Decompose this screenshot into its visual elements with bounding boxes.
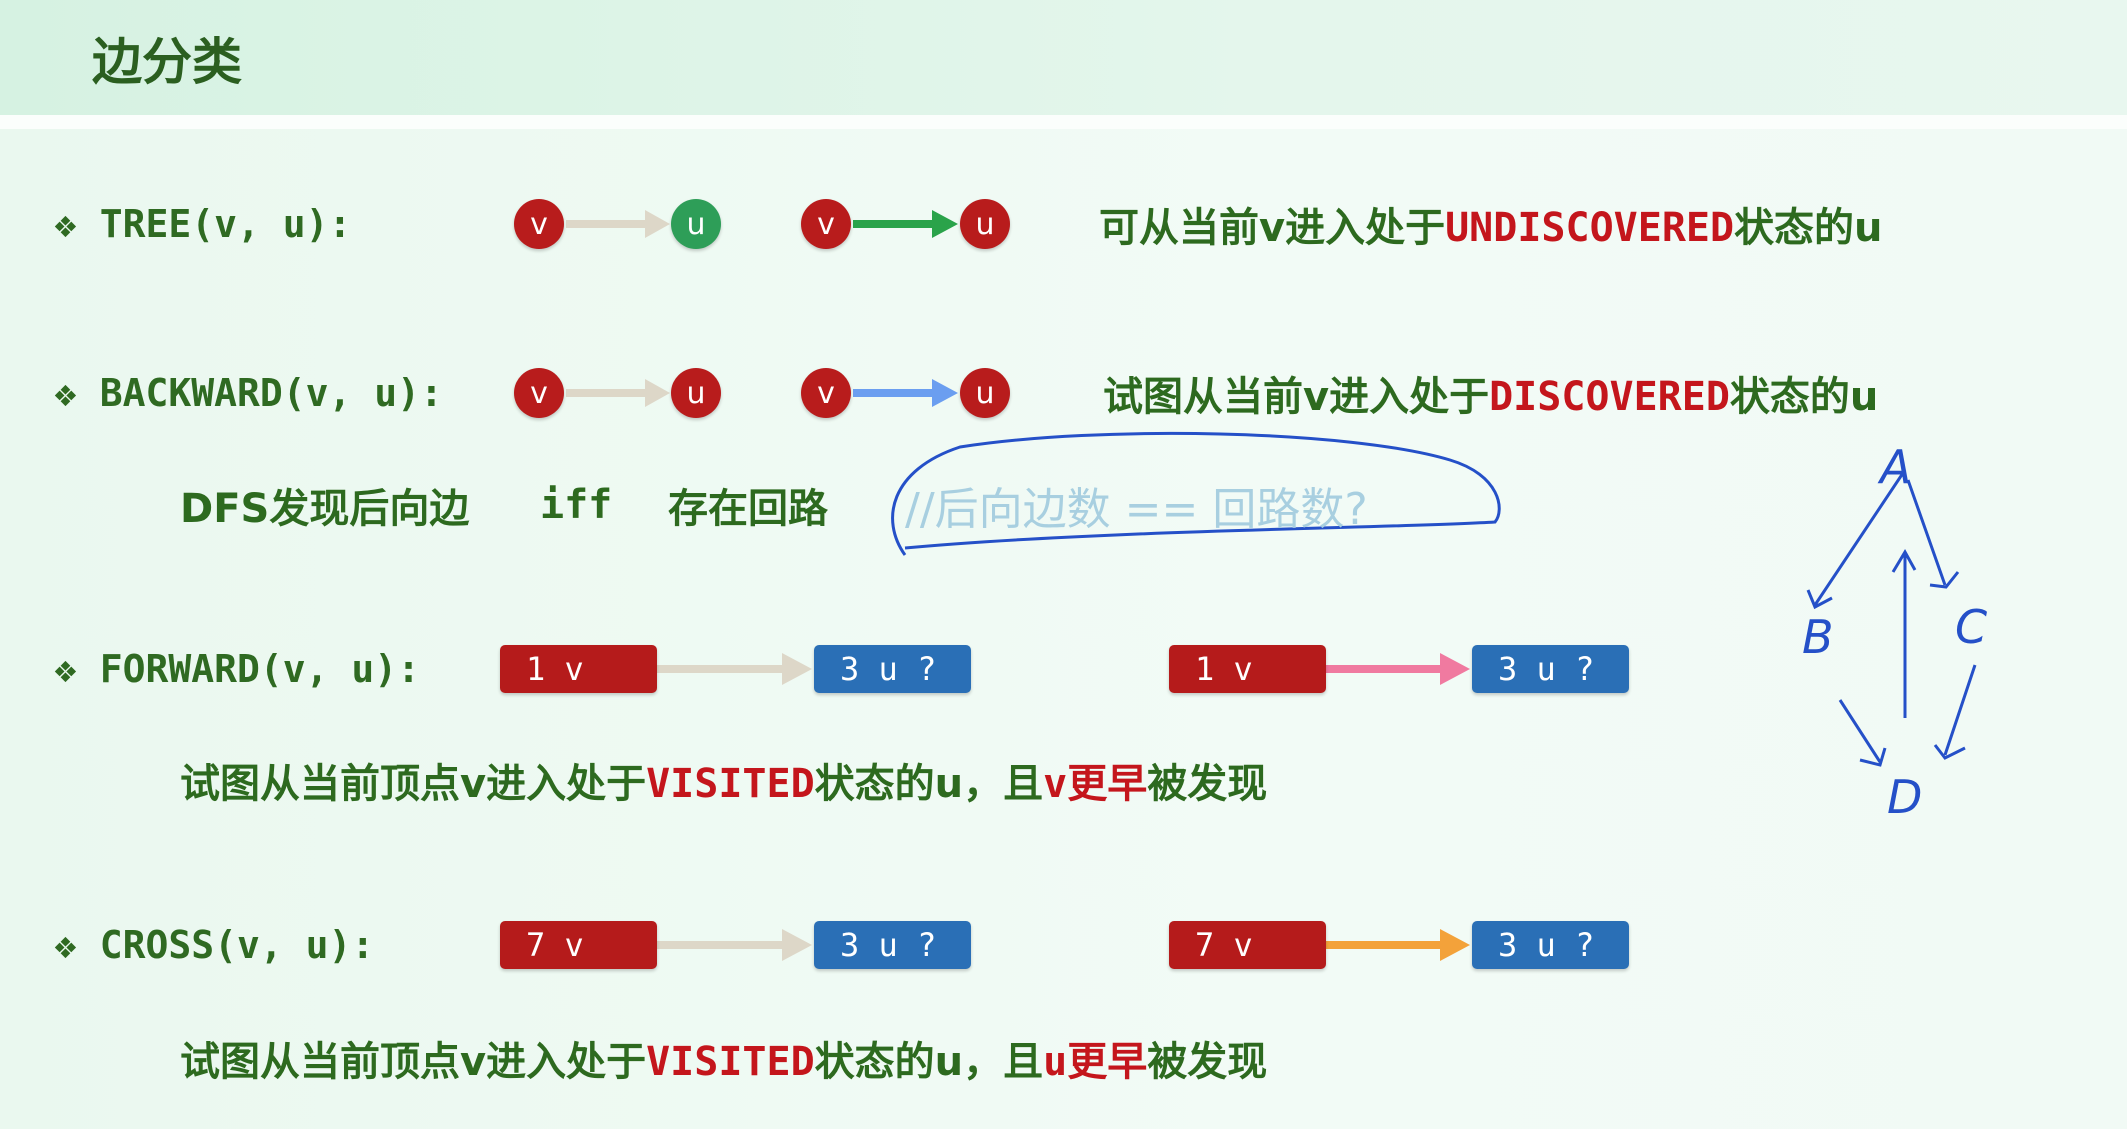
sketch-node-b: B: [1802, 610, 1834, 664]
state-visited: VISITED: [646, 761, 815, 807]
cross-u-box: 3 u ?: [814, 921, 971, 969]
handwritten-ellipse: [891, 431, 1501, 556]
desc-text: 试图从当前v进入处于: [1103, 374, 1490, 420]
desc-text: 试图从当前顶点v进入处于: [180, 1039, 647, 1085]
sketch-node-a: A: [1880, 440, 1912, 494]
cross-v-box: 7 v: [500, 921, 657, 969]
tree-arrow-green: [853, 210, 958, 238]
backward-label: ❖ BACKWARD(v, u):: [54, 371, 443, 415]
desc-text: 状态的u: [1729, 374, 1879, 420]
desc-text: 试图从当前顶点v进入处于: [180, 761, 647, 807]
forward-arrow-gray: [657, 653, 812, 685]
earlier-vertex: u: [1043, 1039, 1068, 1085]
cross-u-box-2: 3 u ?: [1472, 921, 1629, 969]
forward-arrow-pink: [1326, 653, 1470, 685]
desc-text: 状态的u，且: [814, 761, 1044, 807]
divider: [0, 115, 2127, 129]
earlier-word: 更早: [1067, 761, 1148, 807]
forward-v-box-2: 1 v: [1169, 645, 1326, 693]
earlier-word: 更早: [1067, 1039, 1148, 1085]
cross-arrow-orange: [1326, 929, 1470, 961]
page-title: 边分类: [92, 33, 242, 91]
tree-description: 可从当前v进入处于UNDISCOVERED状态的u: [1099, 195, 1883, 253]
backward-arrow-gray: [566, 379, 670, 407]
backward-note-cycle: 存在回路: [668, 486, 828, 532]
backward-u-node-2: u: [960, 368, 1010, 418]
desc-text: 被发现: [1147, 761, 1268, 807]
earlier-vertex: v: [1043, 761, 1068, 807]
forward-u-box-2: 3 u ?: [1472, 645, 1629, 693]
desc-text: 状态的u，且: [814, 1039, 1044, 1085]
cross-arrow-gray: [657, 929, 812, 961]
desc-text: 状态的u: [1734, 205, 1883, 251]
backward-arrow-blue: [853, 379, 958, 407]
header-band: [0, 0, 2127, 115]
backward-v-node: v: [514, 368, 564, 418]
backward-u-node: u: [671, 368, 721, 418]
forward-u-box: 3 u ?: [814, 645, 971, 693]
backward-note-iff: iff: [540, 482, 613, 528]
tree-v-node: v: [514, 199, 564, 249]
forward-label: ❖ FORWARD(v, u):: [54, 647, 421, 691]
sketch-node-d: D: [1887, 770, 1923, 824]
sketch-graph: [1806, 469, 1977, 767]
cross-description: 试图从当前顶点v进入处于VISITED状态的u，且u更早被发现: [180, 1029, 1267, 1087]
desc-text: 被发现: [1147, 1039, 1268, 1085]
backward-description: 试图从当前v进入处于DISCOVERED状态的u: [1103, 364, 1878, 422]
tree-u-node-undiscovered: u: [671, 199, 721, 249]
state-visited: VISITED: [646, 1039, 815, 1085]
cross-label: ❖ CROSS(v, u):: [54, 923, 375, 967]
annotation-comment: //后向边数 == 回路数?: [905, 484, 1368, 535]
tree-label: ❖ TREE(v, u):: [54, 202, 352, 246]
tree-v-node-2: v: [801, 199, 851, 249]
backward-v-node-2: v: [801, 368, 851, 418]
forward-v-box: 1 v: [500, 645, 657, 693]
state-discovered: DISCOVERED: [1489, 374, 1730, 420]
forward-description: 试图从当前顶点v进入处于VISITED状态的u，且v更早被发现: [180, 751, 1267, 809]
backward-note-dfs: DFS发现后向边: [180, 486, 470, 532]
desc-text: 可从当前v进入处于: [1099, 205, 1446, 251]
sketch-node-c: C: [1955, 600, 1988, 654]
state-undiscovered: UNDISCOVERED: [1445, 205, 1735, 251]
cross-v-box-2: 7 v: [1169, 921, 1326, 969]
tree-u-node-2: u: [960, 199, 1010, 249]
tree-arrow-gray: [566, 210, 670, 238]
